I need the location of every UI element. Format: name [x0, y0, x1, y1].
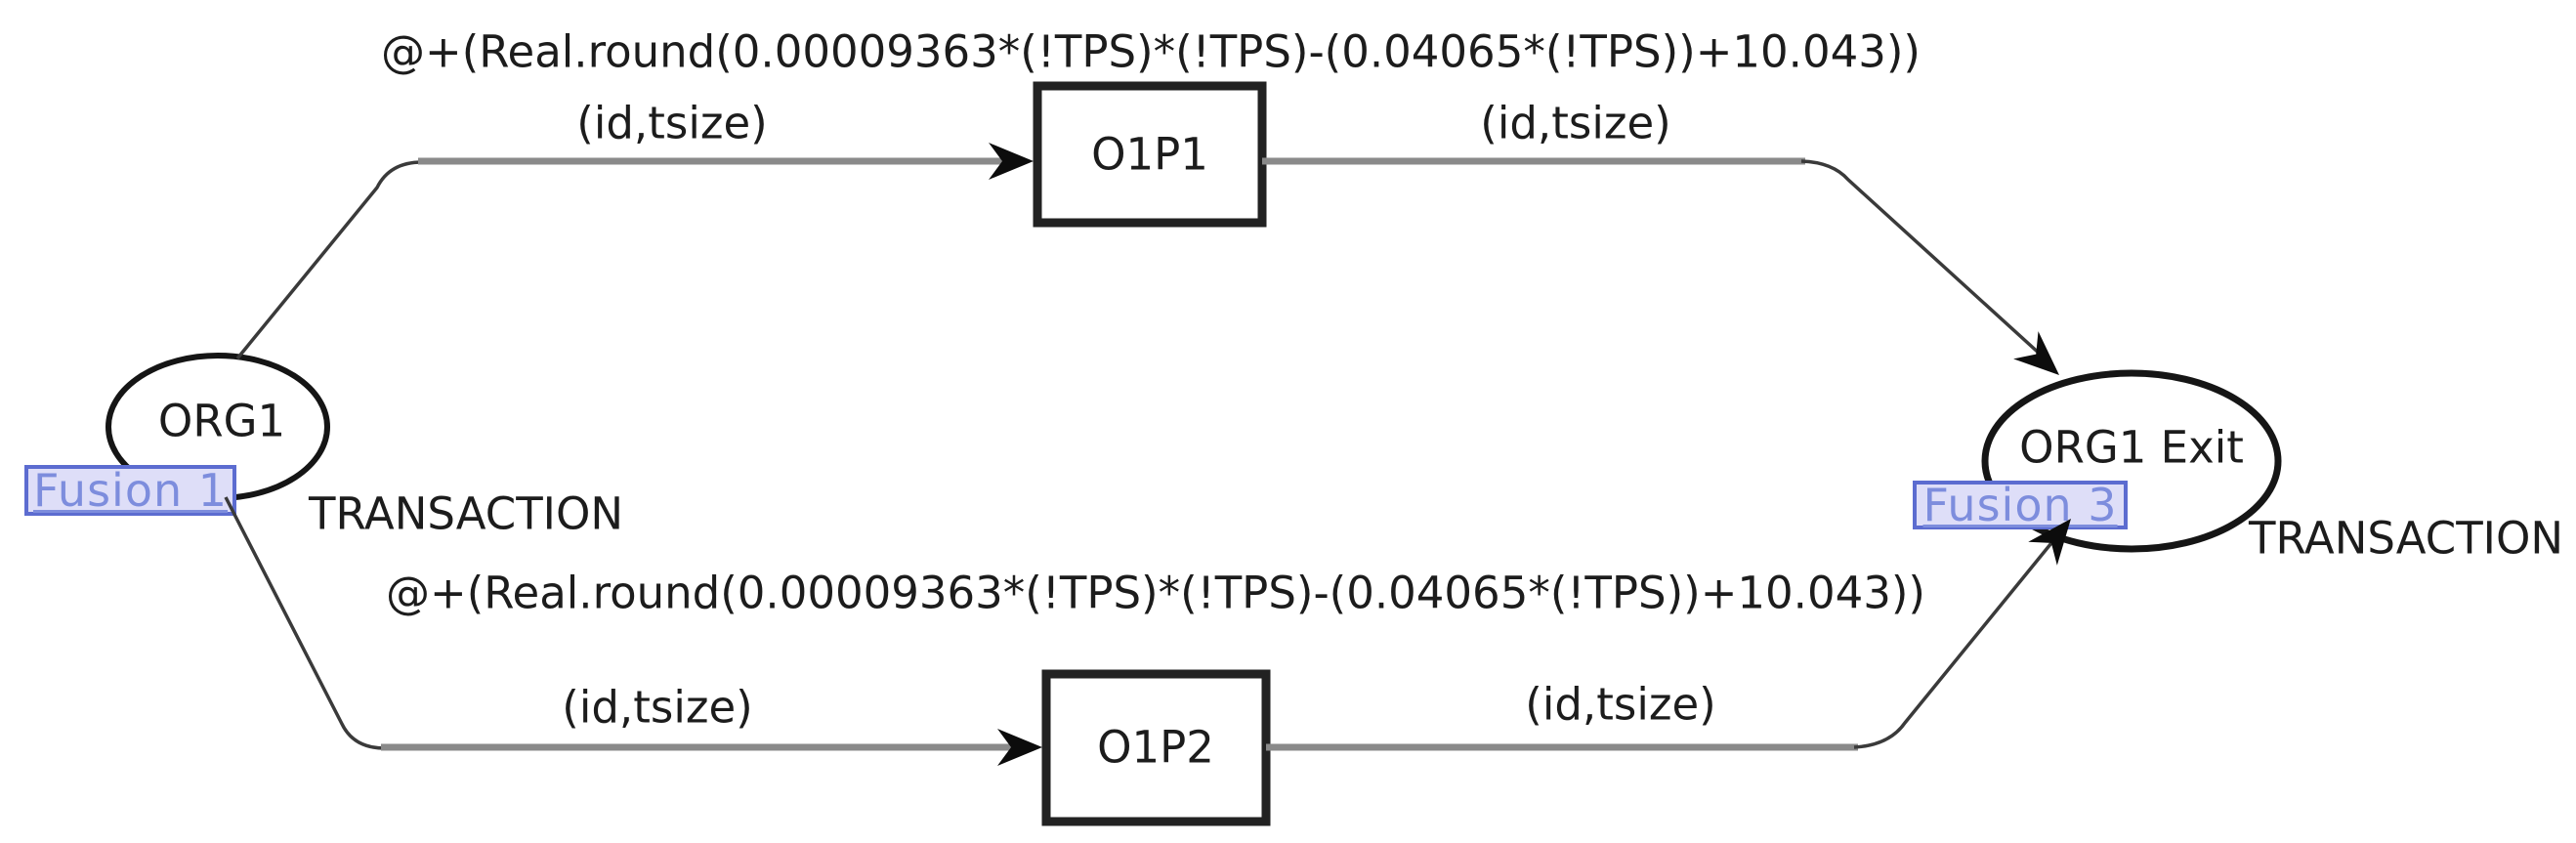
- arc-delay-inscription-top[interactable]: @+(Real.round(0.00009363*(!TPS)*(!TPS)-(…: [381, 25, 1921, 78]
- fusion-tag-3[interactable]: Fusion 3: [1913, 481, 2128, 529]
- arc-inscription-bottom-right[interactable]: (id,tsize): [1525, 678, 1716, 731]
- arrowhead-into-o1p1[interactable]: [989, 143, 1034, 180]
- arc-delay-inscription-bottom[interactable]: @+(Real.round(0.00009363*(!TPS)*(!TPS)-(…: [386, 567, 1925, 619]
- color-set-label-org1-exit[interactable]: TRANSACTION: [2249, 512, 2564, 565]
- color-set-label-org1[interactable]: TRANSACTION: [309, 487, 624, 540]
- transition-o1p1-label[interactable]: O1P1: [1091, 128, 1208, 181]
- place-org1-exit-label[interactable]: ORG1 Exit: [2019, 421, 2244, 474]
- place-org1-label[interactable]: ORG1: [157, 395, 286, 447]
- arc-inscription-top-right[interactable]: (id,tsize): [1480, 97, 1671, 149]
- arc-inscription-bottom-left[interactable]: (id,tsize): [562, 681, 753, 734]
- arc-o1p1-to-exit-diagonal[interactable]: [1800, 159, 2044, 358]
- arrowhead-into-org1-exit-top[interactable]: [2013, 331, 2072, 389]
- arc-org1-to-o1p1-diagonal[interactable]: [235, 160, 423, 360]
- arc-inscription-top-left[interactable]: (id,tsize): [576, 97, 768, 149]
- fusion-tag-1[interactable]: Fusion 1: [24, 465, 236, 516]
- transition-o1p2-label[interactable]: O1P2: [1097, 721, 1214, 774]
- arrowhead-into-o1p2[interactable]: [997, 729, 1042, 766]
